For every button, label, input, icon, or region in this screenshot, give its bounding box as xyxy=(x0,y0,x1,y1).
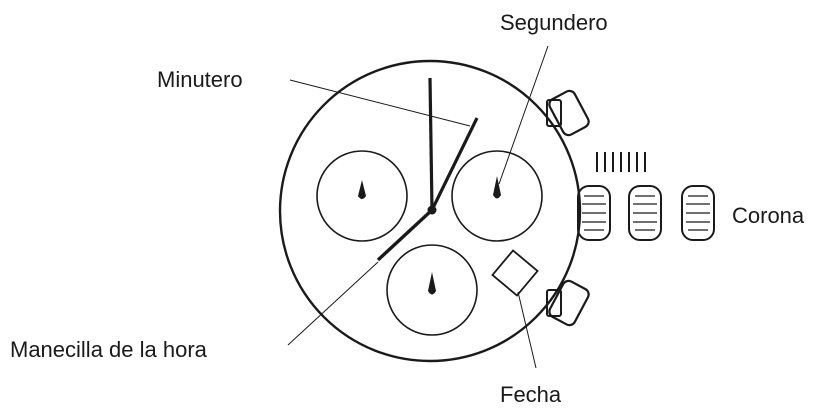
leader-lines xyxy=(287,45,549,369)
leader-manecilla-hora xyxy=(287,261,379,346)
watch-case xyxy=(278,59,582,363)
label-fecha: Fecha xyxy=(500,382,562,407)
subdial-right xyxy=(451,150,543,242)
subdial-bottom xyxy=(386,244,478,336)
subdial-left xyxy=(316,150,408,242)
second-hand-pointer xyxy=(428,77,434,211)
label-segundero: Segundero xyxy=(500,10,608,35)
label-corona: Corona xyxy=(732,203,805,228)
crown-position-ticks xyxy=(596,152,646,172)
leader-minutero xyxy=(289,79,471,127)
leader-segundero xyxy=(498,45,549,185)
hour-hand xyxy=(376,208,434,262)
subdial-left-hand xyxy=(358,180,366,199)
crown-position-2 xyxy=(681,185,715,241)
leader-fecha xyxy=(517,291,537,369)
label-manecilla-hora: Manecilla de la hora xyxy=(10,337,208,362)
crown-position-1 xyxy=(628,185,662,241)
upper-pusher xyxy=(546,89,590,137)
label-minutero: Minutero xyxy=(157,67,243,92)
minute-hand xyxy=(430,117,479,211)
watch-hands xyxy=(376,77,479,262)
subdial-right-hand xyxy=(493,176,501,199)
crown-position-0 xyxy=(577,185,611,241)
date-window xyxy=(491,249,539,297)
hands-center-pin xyxy=(427,205,437,215)
lower-pusher xyxy=(546,279,590,327)
subdial-bottom-hand xyxy=(428,272,436,295)
